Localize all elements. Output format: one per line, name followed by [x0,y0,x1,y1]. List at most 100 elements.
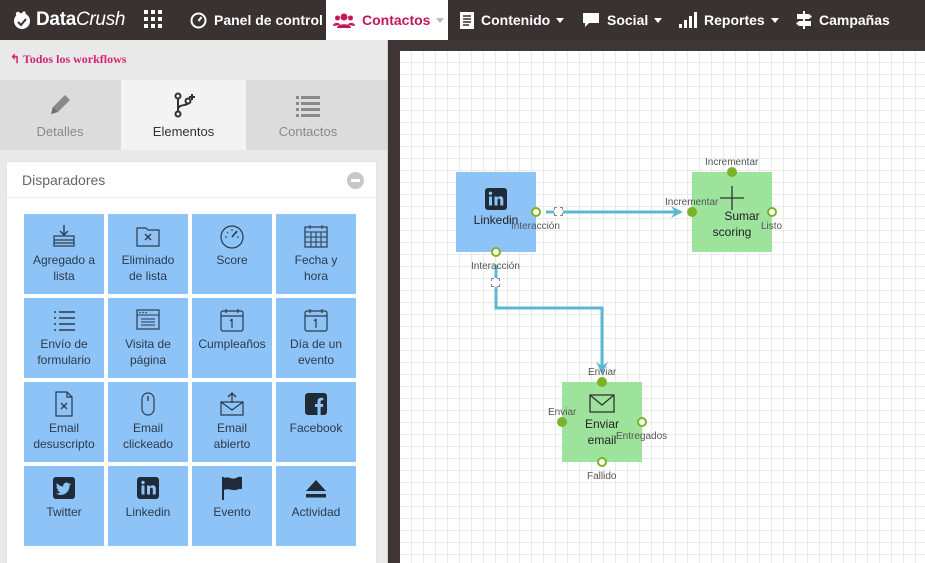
port-label: Entregados [616,431,668,442]
tile-actividad[interactable]: Actividad [276,466,356,546]
unsubscribe-file-icon [55,391,73,417]
tile-line-1: Fecha y [294,253,338,267]
tile-line-2: de lista [128,269,168,283]
tile-line-1: Email [216,421,247,435]
signpost-icon [796,11,812,29]
tab-elementos[interactable]: Elementos [121,80,246,150]
back-arrow-icon: ↰ [10,52,21,66]
tile-twitter[interactable]: Twitter [24,466,104,546]
port-label: Enviar [588,367,617,378]
brand-name-b: Crush [75,9,126,30]
back-to-workflows-link[interactable]: ↰ Todos los workflows [10,52,126,67]
port-linkedin-out[interactable] [531,207,541,217]
tile-facebook[interactable]: Facebook [276,382,356,462]
section-title: Disparadores [22,171,106,188]
envelope-icon [589,394,615,413]
port-email-failed[interactable] [597,457,607,467]
tile-linkedin[interactable]: Linkedin [108,466,188,546]
port-label: Incrementar [705,157,759,168]
tile-line-2: lista [53,269,75,283]
left-panel: ↰ Todos los workflows Detalles Elementos… [0,40,388,563]
nav-campanas[interactable]: Campañas [796,0,890,40]
tab-label: Elementos [152,124,215,139]
tile-line-1: Eliminado [121,253,175,267]
nav-contenido[interactable]: Contenido [460,0,565,40]
node-label: Linkedin [473,213,519,227]
mouse-icon [141,392,155,416]
nav-label: Contactos [362,12,431,28]
node-label-2: scoring [712,225,752,239]
nav-label: Campañas [819,12,890,28]
tab-label: Contactos [278,124,338,139]
linkedin-icon [137,477,159,499]
tile-line-2: página [129,353,167,367]
gauge-icon [220,225,244,249]
dashboard-icon [190,12,207,28]
branch-icon [174,92,195,118]
nav-panel-de-control[interactable]: Panel de control [190,0,323,40]
chevron-down-icon [556,17,565,23]
port-sumar-top[interactable] [727,167,737,177]
add-to-list-icon [53,225,75,247]
tab-detalles[interactable]: Detalles [0,80,120,150]
tile-evento[interactable]: Evento [192,466,272,546]
brand-name-a: Data [36,9,76,30]
port-label: Fallido [587,471,617,482]
apps-grid-icon[interactable] [144,10,162,28]
minus-circle-icon[interactable] [347,172,364,189]
node-label-2: email [587,433,617,447]
tile-line-1: Email [48,421,79,435]
node-linkedin[interactable]: Linkedin [456,172,536,252]
tile-line-1: Agregado a [32,253,96,267]
node-enviar-email[interactable]: Enviar email [562,382,642,462]
tile-line-1: Facebook [289,421,343,435]
bars-icon [679,12,697,28]
connector-handle[interactable] [491,278,500,287]
node-sumar-scoring[interactable]: Sumar scoring [692,172,772,252]
tile-line-1: Linkedin [125,505,171,519]
tile-email-desuscripto[interactable]: Email desuscripto [24,382,104,462]
port-label: Incrementar [665,197,719,208]
port-sumar-in[interactable] [687,207,697,217]
connector-linkedin-to-email[interactable] [494,265,608,374]
plus-icon [720,186,744,210]
nav-contactos[interactable]: Contactos [326,0,448,40]
tile-score[interactable]: Score [192,214,272,294]
tile-cumpleanos[interactable]: Cumpleaños [192,298,272,378]
tile-line-1: Envío de [40,337,88,351]
twitter-icon [53,477,75,499]
port-email-top[interactable] [597,377,607,387]
port-email-delivered[interactable] [637,417,647,427]
chat-icon [583,13,599,27]
facebook-icon [305,393,327,415]
nav-social[interactable]: Social [582,0,663,40]
tile-agregado-a-lista[interactable]: Agregado a lista [24,214,104,294]
list-icon [296,96,320,117]
connector-handle[interactable] [554,207,563,216]
node-label-1: Enviar [584,417,619,431]
port-linkedin-bottom[interactable] [491,247,501,257]
port-label: Interacción [471,261,520,272]
tile-line-2: desuscripto [33,437,95,451]
tile-eliminado-de-lista[interactable]: Eliminado de lista [108,214,188,294]
open-envelope-icon [220,392,244,416]
tile-line-1: Día de un [289,337,343,351]
tile-line-1: Evento [213,505,251,519]
document-icon [460,11,474,29]
tab-contactos[interactable]: Contactos [247,80,369,150]
port-sumar-out[interactable] [767,207,777,217]
nav-reportes[interactable]: Reportes [679,0,779,40]
workflow-canvas[interactable]: Linkedin Interacción Interacción Increme… [400,51,925,563]
pencil-icon [51,95,70,114]
chevron-down-icon [654,17,663,23]
port-email-in[interactable] [557,417,567,427]
disparadores-panel: Disparadores Agregado a lista Eliminado de… [6,161,377,563]
